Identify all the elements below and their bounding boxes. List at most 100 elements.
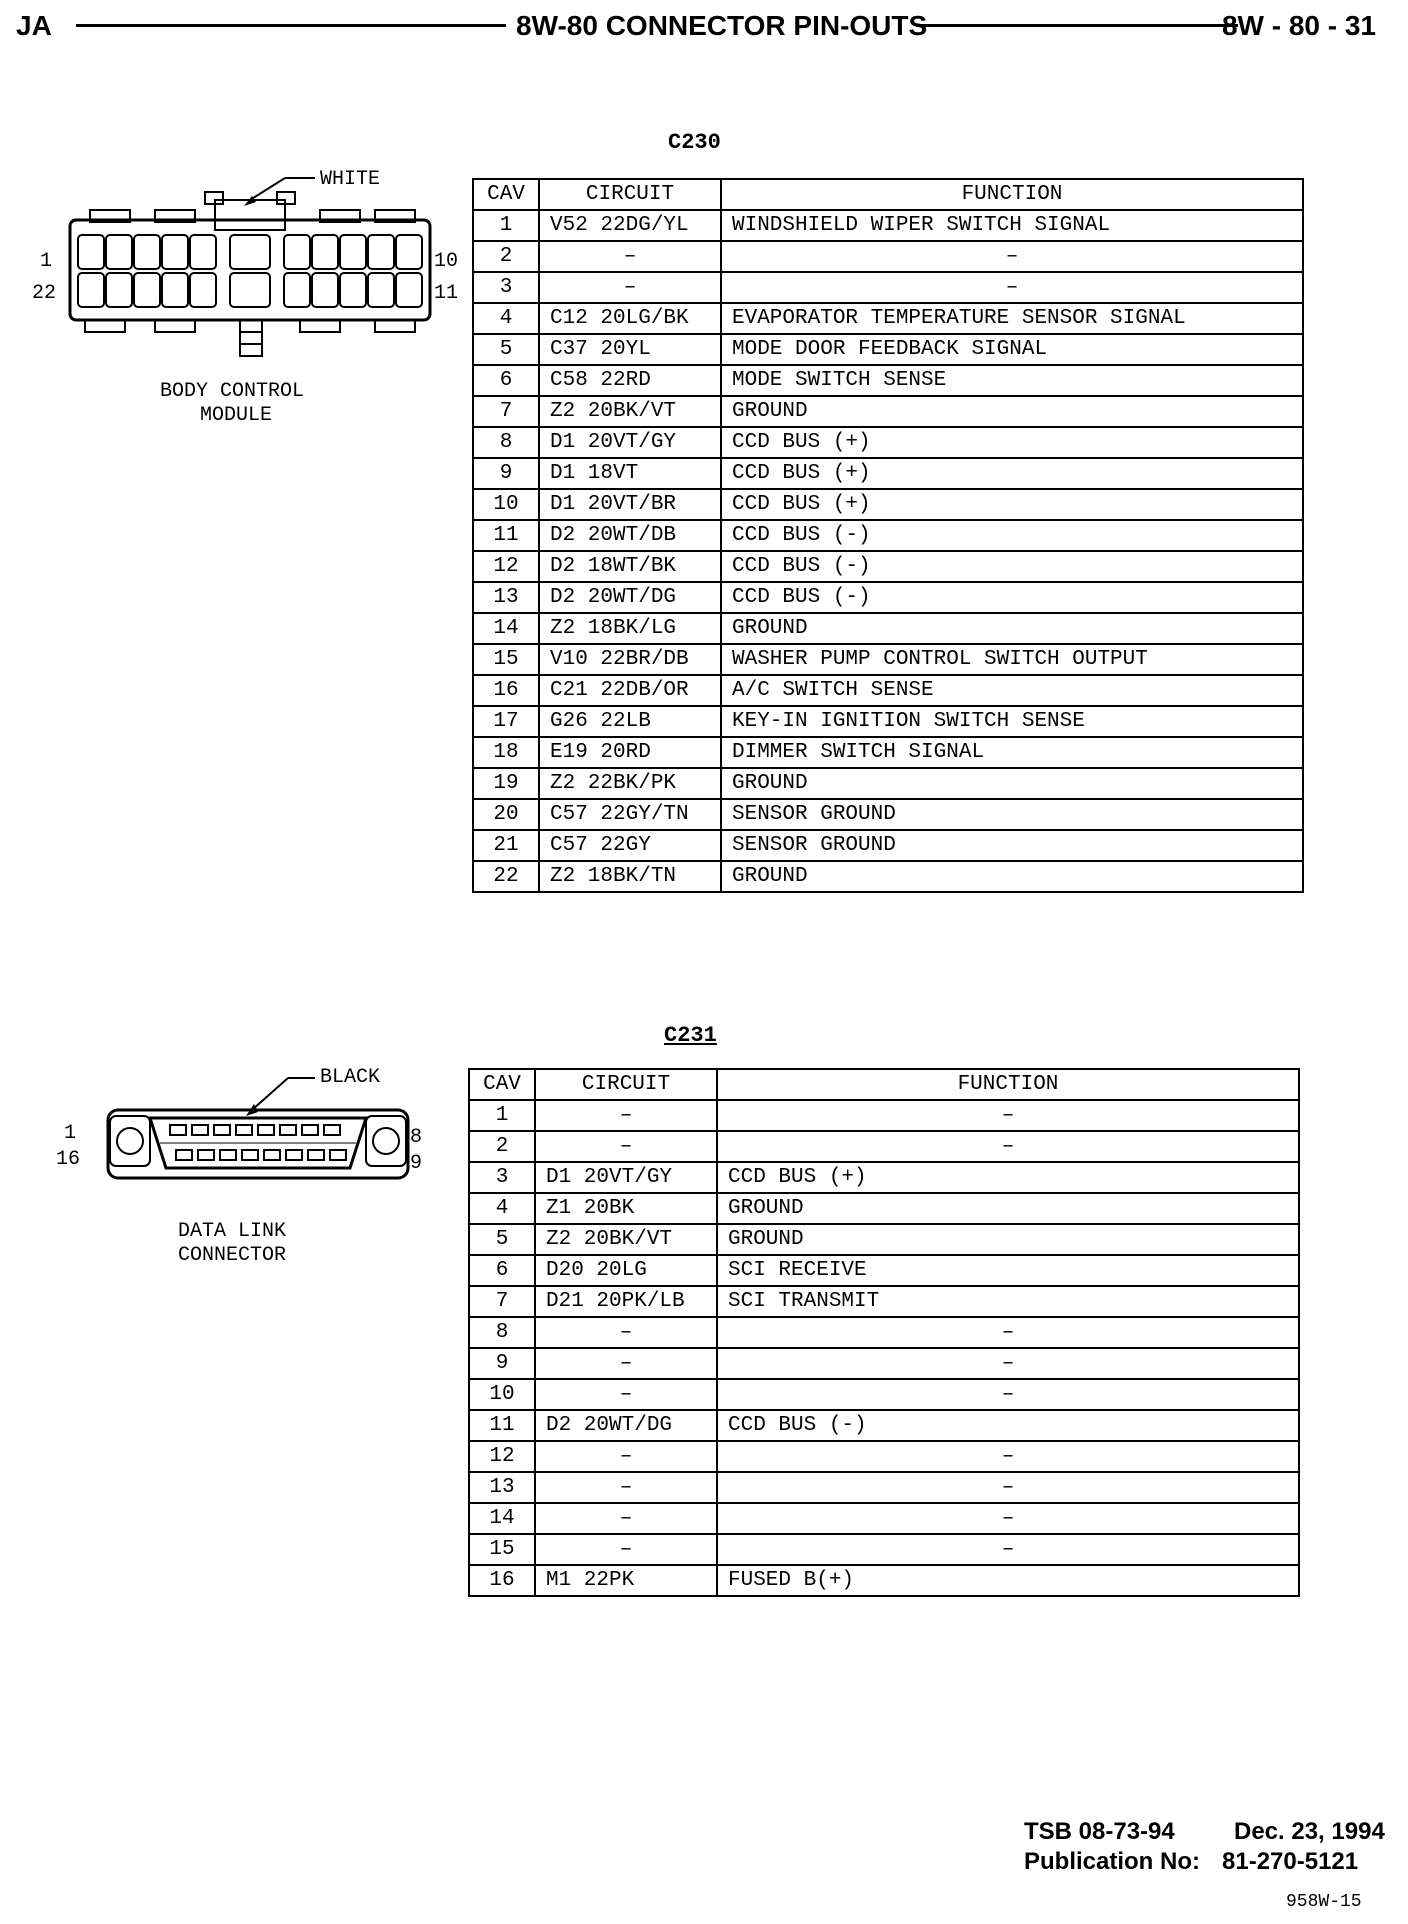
c230-pin-label-1: 1: [40, 250, 53, 273]
circuit-cell: –: [534, 1471, 718, 1504]
circuit-cell: –: [534, 1533, 718, 1566]
footer-publication-number: 81-270-5121: [1222, 1848, 1359, 1875]
function-cell: –: [716, 1502, 1300, 1535]
cav-cell: 2: [472, 240, 540, 273]
cav-cell: 15: [472, 643, 540, 676]
circuit-cell: C58 22RD: [538, 364, 722, 397]
c231-connector-illustration: BLACK 1 16 8 9 DATA LINK CONNECTOR: [30, 1060, 450, 1280]
function-cell: –: [720, 271, 1304, 304]
table-header-row: CAV CIRCUIT FUNCTION: [472, 178, 1304, 211]
table-row: 12––: [468, 1440, 1300, 1473]
cav-cell: 12: [472, 550, 540, 583]
cav-cell: 8: [468, 1316, 536, 1349]
c231-pin-label-16: 16: [56, 1148, 81, 1171]
table-row: 13––: [468, 1471, 1300, 1504]
cav-cell: 13: [468, 1471, 536, 1504]
cav-cell: 6: [472, 364, 540, 397]
circuit-cell: V10 22BR/DB: [538, 643, 722, 676]
cav-cell: 4: [472, 302, 540, 335]
cav-cell: 5: [472, 333, 540, 366]
table-row: 9––: [468, 1347, 1300, 1380]
circuit-cell: –: [534, 1378, 718, 1411]
function-cell: WINDSHIELD WIPER SWITCH SIGNAL: [720, 209, 1304, 242]
circuit-cell: C57 22GY/TN: [538, 798, 722, 831]
circuit-cell: Z1 20BK: [534, 1192, 718, 1225]
circuit-cell: –: [534, 1347, 718, 1380]
circuit-cell: C37 20YL: [538, 333, 722, 366]
function-cell: SENSOR GROUND: [720, 798, 1304, 831]
body-control-module-connector-icon: [68, 177, 432, 357]
c230-pin-label-22: 22: [32, 282, 57, 305]
cav-cell: 4: [468, 1192, 536, 1225]
function-cell: CCD BUS (-): [720, 550, 1304, 583]
function-cell: SCI RECEIVE: [716, 1254, 1300, 1287]
circuit-cell: G26 22LB: [538, 705, 722, 738]
c230-caption-line1: BODY CONTROL: [160, 380, 305, 403]
function-cell: KEY-IN IGNITION SWITCH SENSE: [720, 705, 1304, 738]
function-cell: SCI TRANSMIT: [716, 1285, 1300, 1318]
circuit-cell: Z2 22BK/PK: [538, 767, 722, 800]
c231-pin-label-1: 1: [64, 1122, 77, 1145]
function-cell: –: [716, 1378, 1300, 1411]
c231-title: C231: [664, 1023, 717, 1048]
column-header-function: FUNCTION: [716, 1068, 1300, 1101]
cav-cell: 10: [472, 488, 540, 521]
circuit-cell: –: [534, 1130, 718, 1163]
cav-cell: 8: [472, 426, 540, 459]
page-header: JA 8W-80 CONNECTOR PIN-OUTS 8W - 80 - 31: [16, 10, 1376, 46]
table-row: 2––: [472, 240, 1304, 273]
circuit-cell: D1 20VT/GY: [534, 1161, 718, 1194]
cav-cell: 11: [468, 1409, 536, 1442]
footer-publication-label: Publication No:: [1024, 1848, 1200, 1875]
function-cell: –: [716, 1099, 1300, 1132]
column-header-cav: CAV: [468, 1068, 536, 1101]
function-cell: –: [716, 1533, 1300, 1566]
c231-caption-line1: DATA LINK: [178, 1220, 287, 1243]
circuit-cell: D2 20WT/DG: [538, 581, 722, 614]
circuit-cell: D21 20PK/LB: [534, 1285, 718, 1318]
footer-date: Dec. 23, 1994: [1234, 1818, 1385, 1845]
circuit-cell: Z2 20BK/VT: [534, 1223, 718, 1256]
page-title: 8W-80 CONNECTOR PIN-OUTS: [516, 10, 928, 41]
c231-caption-line2: CONNECTOR: [178, 1244, 287, 1267]
function-cell: SENSOR GROUND: [720, 829, 1304, 862]
function-cell: CCD BUS (+): [716, 1161, 1300, 1194]
c231-pin-label-9: 9: [410, 1152, 423, 1175]
function-cell: CCD BUS (+): [720, 488, 1304, 521]
table-header-row: CAV CIRCUIT FUNCTION: [468, 1068, 1300, 1101]
function-cell: GROUND: [720, 860, 1304, 893]
circuit-cell: C12 20LG/BK: [538, 302, 722, 335]
cav-cell: 21: [472, 829, 540, 862]
footer-tsb: TSB 08-73-94: [1024, 1818, 1175, 1845]
table-row: 10––: [468, 1378, 1300, 1411]
column-header-function: FUNCTION: [720, 178, 1304, 211]
circuit-cell: –: [534, 1316, 718, 1349]
column-header-cav: CAV: [472, 178, 540, 211]
circuit-cell: Z2 18BK/TN: [538, 860, 722, 893]
function-cell: CCD BUS (+): [720, 457, 1304, 490]
table-row: 2––: [468, 1130, 1300, 1163]
circuit-cell: –: [538, 240, 722, 273]
circuit-cell: –: [534, 1502, 718, 1535]
function-cell: GROUND: [716, 1192, 1300, 1225]
function-cell: GROUND: [716, 1223, 1300, 1256]
cav-cell: 16: [472, 674, 540, 707]
